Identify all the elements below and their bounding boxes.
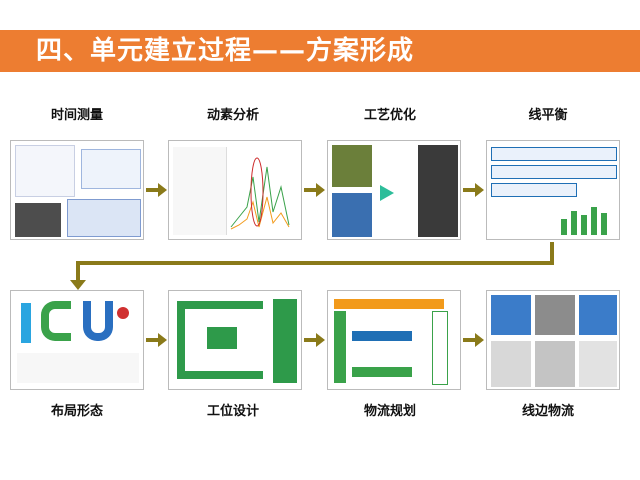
- after-process-photo: [418, 145, 458, 237]
- measurement-photo: [15, 203, 61, 237]
- panel-workstation-design: [168, 290, 302, 390]
- flow-arrow-3: [463, 183, 484, 197]
- layout-shape-u: [83, 301, 113, 341]
- flow-arrow-4: [146, 333, 167, 347]
- connector-horizontal: [76, 261, 554, 265]
- layout-notes: [17, 353, 139, 383]
- connector-vertical-left: [76, 261, 80, 281]
- step-label-process-optimization: 工艺优化: [363, 108, 416, 123]
- panel-line-balance: [486, 140, 620, 240]
- bin-photo-1: [491, 295, 531, 335]
- process-chart-thumbnail: [81, 149, 141, 189]
- panel-process-optimization: [327, 140, 461, 240]
- bin-photo-2: [535, 295, 575, 335]
- station-bench-left: [177, 309, 185, 371]
- connector-arrowhead: [70, 280, 86, 290]
- layout-marker: [117, 307, 129, 319]
- title-banner: 四、单元建立过程——方案形成: [0, 30, 640, 72]
- balance-row-3: [491, 183, 577, 197]
- balance-row-1: [491, 147, 617, 161]
- step-label-lineside-logistics: 线边物流: [521, 404, 574, 419]
- connector-vertical-right: [550, 242, 554, 264]
- tray-photo-1: [491, 341, 531, 387]
- flow-arrow-6: [463, 333, 484, 347]
- balance-bar-chart: [561, 207, 607, 235]
- step-label-logistics-planning: 物流规划: [363, 404, 416, 419]
- tray-photo-2: [535, 341, 575, 387]
- motion-table-thumbnail: [173, 147, 227, 235]
- tray-photo-3: [579, 341, 617, 387]
- route-bottom: [352, 367, 412, 377]
- process-arrow-icon: [380, 185, 394, 201]
- panel-lineside-logistics: [486, 290, 620, 390]
- station-bench-bottom: [177, 371, 263, 379]
- balance-row-2: [491, 165, 617, 179]
- layout-shape-i: [21, 303, 31, 343]
- buffer-area: [432, 311, 448, 385]
- step-label-workstation-design: 工位设计: [206, 404, 259, 419]
- flow-arrow-2: [304, 183, 325, 197]
- time-table-thumbnail: [67, 199, 141, 237]
- route-top: [334, 299, 444, 309]
- panel-motion-analysis: [168, 140, 302, 240]
- station-side-rack: [273, 299, 297, 383]
- step-label-motion-analysis: 动素分析: [206, 108, 259, 123]
- bin-photo: [332, 193, 372, 237]
- route-middle: [352, 331, 412, 341]
- station-bench-top: [177, 301, 263, 309]
- route-left: [334, 311, 346, 383]
- flow-diagram-thumbnail: [15, 145, 75, 197]
- station-center: [207, 327, 237, 349]
- panel-layout-form: [10, 290, 144, 390]
- page-title: 四、单元建立过程——方案形成: [36, 36, 415, 66]
- step-label-layout-form: 布局形态: [50, 404, 103, 419]
- step-label-time-measurement: 时间测量: [50, 108, 103, 123]
- bin-photo-3: [579, 295, 617, 335]
- flow-arrow-1: [146, 183, 167, 197]
- motion-line-chart: [230, 157, 290, 230]
- layout-shape-c: [41, 301, 71, 341]
- before-parts-photo: [332, 145, 372, 187]
- step-label-line-balance: 线平衡: [528, 108, 568, 123]
- panel-time-measurement: [10, 140, 144, 240]
- panel-logistics-planning: [327, 290, 461, 390]
- flow-arrow-5: [304, 333, 325, 347]
